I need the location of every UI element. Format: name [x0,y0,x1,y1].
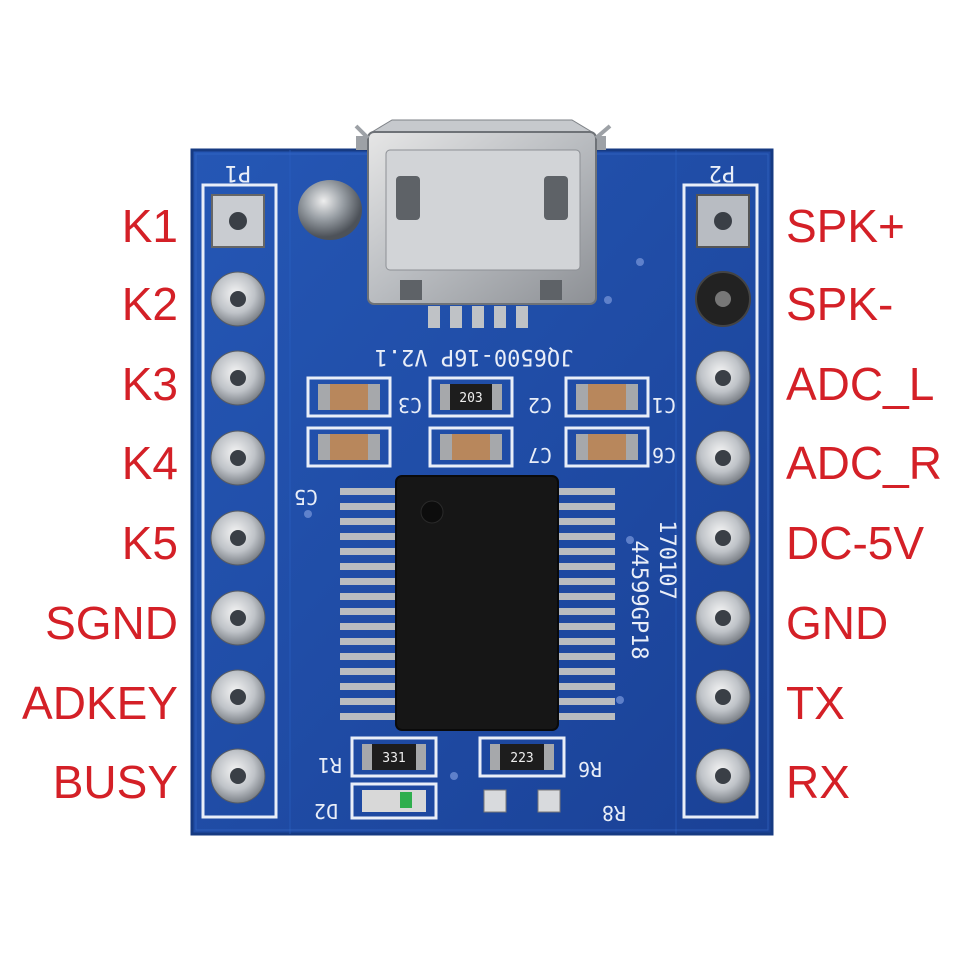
header-outline-p1 [201,183,278,819]
ref-label-r1: R1 [318,753,342,777]
pin-label-adc-l: ADC_L [786,358,935,410]
pin-label-rx: RX [786,756,850,808]
micro-usb-connector [354,119,612,328]
pin-label-sgnd: SGND [45,597,178,649]
pin-label-busy: BUSY [52,756,178,808]
header-outline-p2 [682,183,759,819]
pin-label-tx: TX [786,677,845,729]
pin-label-k5: K5 [121,517,178,569]
ref-label-r8: R8 [602,801,626,825]
right-pin-column [695,194,751,804]
chip-marking-batch: 44599GP18 [626,540,651,659]
ref-label-c3: C3 [398,393,422,417]
resistor-code-r6: 223 [510,751,533,766]
pin-label-k2: K2 [121,278,178,330]
pin-label-adc-r: ADC_R [786,437,942,489]
chip-marking-date: 170107 [654,520,679,599]
solder-blob [298,180,362,240]
ref-label-c1: C1 [652,393,676,417]
ref-label-d2: D2 [314,799,338,823]
resistor-code-r2: 203 [459,391,482,406]
pin-label-k4: K4 [121,437,178,489]
ref-label-c5: C5 [294,485,318,509]
pin-label-k1: K1 [121,200,178,252]
pin-label-adkey: ADKEY [22,677,178,729]
ref-label-r6: R6 [578,757,602,781]
resistor-code-r1: 331 [382,751,405,766]
header-label-p1: P1 [225,160,252,185]
pin-label-spk-plus: SPK+ [786,200,905,252]
ref-label-c7: C7 [528,443,552,467]
ref-label-c2: C2 [528,393,552,417]
left-pin-column [210,194,266,804]
smd-component-row-2 [306,426,650,468]
pin-label-gnd: GND [786,597,889,649]
pin-label-dc-5v: DC-5V [786,517,925,569]
smd-component-row-3: 331 223 [350,736,566,820]
board-model-label: JQ6500-16P V2.1 [375,344,574,369]
ref-label-c6: C6 [652,443,676,467]
pin-label-k3: K3 [121,358,178,410]
main-ic-chip [340,475,615,731]
header-label-p2: P2 [709,160,736,185]
pin-label-spk-minus: SPK- [786,278,894,330]
smd-component-row-1: 203 [306,376,650,418]
